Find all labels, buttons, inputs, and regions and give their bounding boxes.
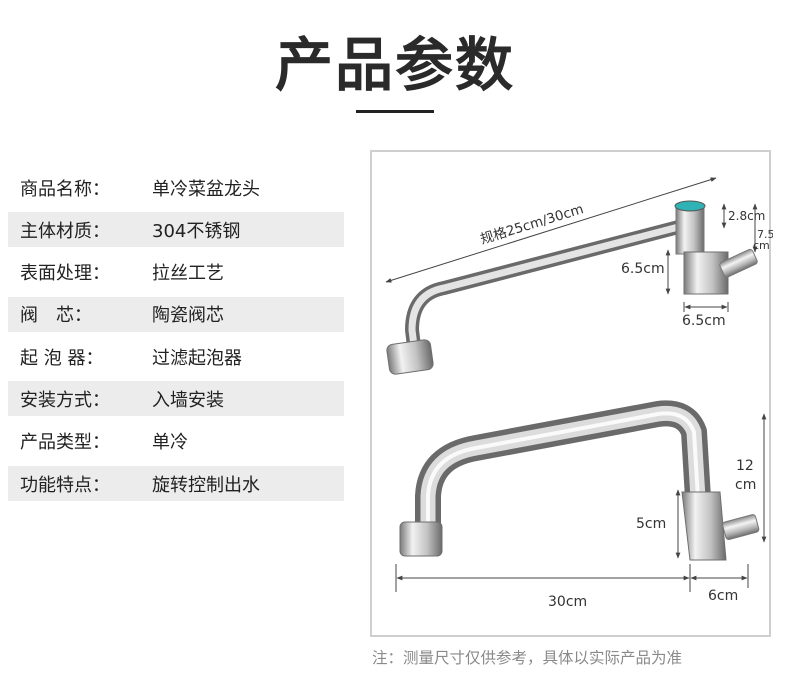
title-underline: [356, 110, 434, 113]
bottom-valve-body: [681, 491, 727, 561]
faucet-dimension-diagram: 规格25cm/30cm 2.8cm 7.5 cm 6.5cm 6.5cm 12 …: [370, 150, 773, 637]
blue-cap-icon: [674, 200, 706, 212]
top-total-height-unit: cm: [753, 239, 770, 252]
page-title: 产品参数: [274, 31, 515, 99]
faucet-drawing: 规格25cm/30cm 2.8cm 7.5 cm 6.5cm 6.5cm 12 …: [385, 177, 773, 610]
spec-value: 拉丝工艺: [152, 263, 224, 285]
spec-table: 商品名称： 单冷菜盆龙头 主体材质： 304不锈钢 表面处理： 拉丝工艺 阀 芯…: [8, 170, 344, 508]
disclaimer-note: 注：测量尺寸仅供参考，具体以实际产品为准: [372, 649, 683, 667]
bottom-height-value: 12: [736, 458, 754, 474]
spec-row: 产品类型： 单冷: [8, 424, 344, 459]
spec-value: 陶瓷阀芯: [152, 305, 224, 327]
spec-value: 单冷: [152, 432, 188, 454]
bottom-wall-connector: [722, 514, 760, 541]
top-body-height-label: 6.5cm: [621, 261, 665, 277]
spec-row: 表面处理： 拉丝工艺: [8, 255, 344, 290]
spec-value: 单冷菜盆龙头: [152, 178, 260, 200]
bottom-body-height-label: 5cm: [636, 516, 666, 532]
spec-label: 表面处理：: [20, 263, 110, 285]
top-faucet: [386, 200, 758, 375]
spec-label: 产品类型：: [20, 432, 110, 454]
spec-label: 主体材质：: [20, 220, 110, 242]
top-valve-stem: [675, 205, 705, 255]
spec-value: 过滤起泡器: [152, 347, 242, 369]
spec-row: 主体材质： 304不锈钢: [8, 212, 344, 248]
top-body-width-label: 6.5cm: [682, 313, 726, 329]
spec-row: 功能特点： 旋转控制出水: [8, 466, 344, 502]
spec-label: 商品名称：: [20, 178, 110, 200]
spec-label: 阀 芯：: [20, 305, 92, 327]
spec-value: 旋转控制出水: [152, 474, 260, 496]
bottom-body-width-label: 6cm: [708, 588, 738, 604]
spec-label: 安装方式：: [20, 389, 110, 411]
spec-value: 304不锈钢: [152, 220, 241, 242]
bottom-faucet: [399, 400, 760, 561]
spec-row: 起 泡 器： 过滤起泡器: [8, 339, 344, 374]
aerator: [386, 339, 434, 375]
spec-row: 商品名称： 单冷菜盆龙头: [8, 170, 344, 205]
top-total-height-value: 7.5: [757, 228, 773, 241]
bottom-aerator: [399, 521, 443, 557]
top-handle-height-label: 2.8cm: [728, 209, 765, 223]
wall-connector: [719, 248, 758, 278]
bottom-length-label: 30cm: [548, 594, 587, 610]
top-length-line: [385, 177, 717, 283]
spec-row: 阀 芯： 陶瓷阀芯: [8, 296, 344, 332]
spec-row: 安装方式： 入墙安装: [8, 381, 344, 417]
top-valve-body: [683, 251, 729, 295]
bottom-height-unit: cm: [735, 477, 756, 493]
spec-label: 功能特点：: [20, 474, 110, 496]
spec-label: 起 泡 器：: [20, 347, 104, 369]
spec-value: 入墙安装: [152, 389, 224, 411]
